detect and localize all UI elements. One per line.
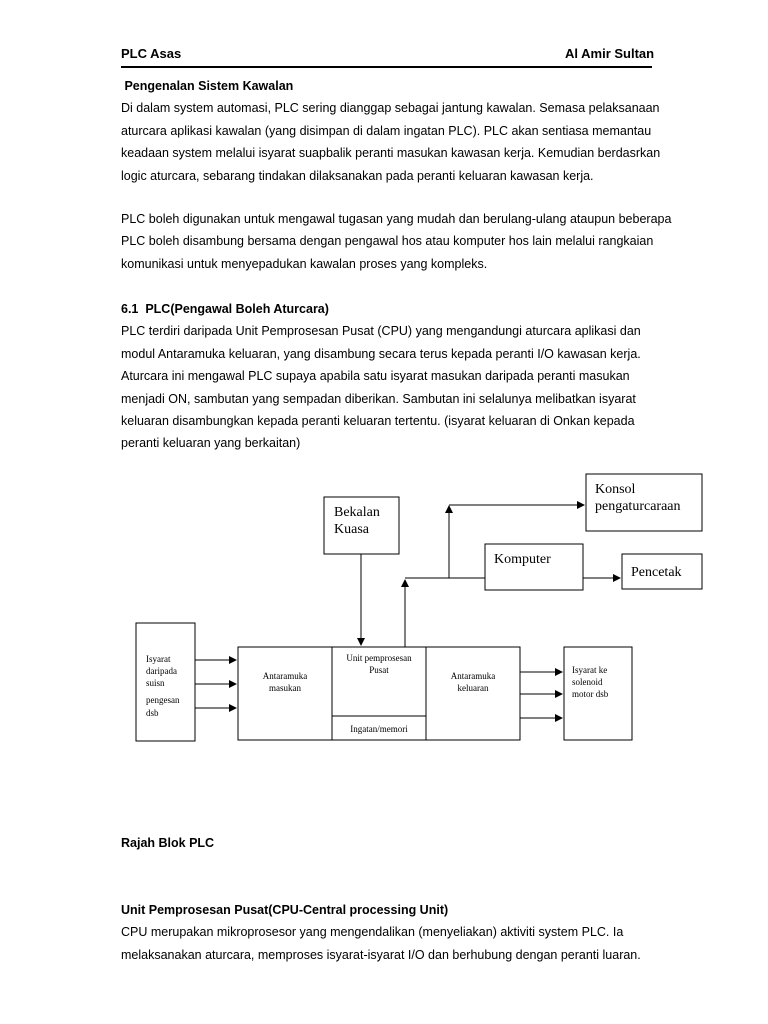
section-6-1-line: Aturcara ini mengawal PLC supaya apabila… (121, 369, 630, 384)
antaramuka-masukan-box (237, 646, 333, 741)
section-6-1-line: peranti keluaran yang berkaitan) (121, 436, 301, 451)
pencetak-label: Pencetak (631, 565, 682, 580)
section-6-1-line: menjadi ON, sambutan yang sempadan diber… (121, 391, 636, 406)
header-left: PLC Asas (121, 46, 182, 61)
figure-caption: Rajah Blok PLC (121, 836, 215, 850)
intro-line: Di dalam system automasi, PLC sering dia… (121, 101, 660, 116)
isyarat-in-label: suisn (146, 678, 165, 688)
intro-line: aturcara aplikasi kawalan (yang disimpan… (121, 123, 652, 138)
antaramuka-keluaran-label: Antaramuka (451, 671, 495, 681)
cpu-section-line: CPU merupakan mikroprosesor yang mengend… (121, 925, 624, 940)
isyarat-in-box (135, 622, 196, 742)
isyarat-in-label: daripada (146, 666, 177, 676)
komputer-label: Komputer (494, 552, 551, 567)
antaramuka-masukan-label: masukan (269, 683, 301, 693)
isyarat-out-label: Isyarat ke (572, 665, 607, 675)
intro-line: logic aturcara, sebarang tindakan dilaks… (121, 168, 594, 183)
memory-label: Ingatan/memori (350, 724, 408, 734)
pencetak-box (621, 553, 703, 590)
cpu-label: Pusat (369, 665, 389, 675)
section-6-1-line: keluaran disambungkan kepada peranti kel… (121, 413, 635, 428)
para2-line: komunikasi untuk menyepadukan kawalan pr… (121, 256, 488, 271)
section-6-1-line: PLC terdiri daripada Unit Pemprosesan Pu… (121, 324, 641, 339)
section-6-1: 6.1 PLC(Pengawal Boleh Aturcara) PLC ter… (121, 298, 661, 455)
intro-heading: Pengenalan Sistem Kawalan (121, 79, 294, 93)
antaramuka-keluaran-box (425, 646, 521, 741)
isyarat-in-label: dsb (146, 708, 159, 718)
cpu-section-line: melaksanakan aturcara, memproses isyarat… (121, 947, 641, 962)
header-right: Al Amir Sultan (565, 46, 655, 61)
cpu-section-heading: Unit Pemprosesan Pusat(CPU-Central proce… (121, 903, 449, 917)
isyarat-out-box (563, 646, 633, 741)
para2-line: PLC boleh disambung bersama dengan penga… (121, 234, 654, 249)
section-6-1-heading: 6.1 PLC(Pengawal Boleh Aturcara) (121, 302, 329, 316)
konsol-box (585, 473, 703, 532)
konsol-label: Konsol (595, 482, 636, 497)
antaramuka-keluaran-label: keluaran (458, 683, 489, 693)
konsol-label: pengaturcaraan (595, 499, 681, 514)
isyarat-out-label: motor dsb (572, 689, 609, 699)
bekalan-label: Kuasa (334, 522, 370, 537)
cpu-section: Unit Pemprosesan Pusat(CPU-Central proce… (121, 899, 661, 966)
paragraph-2: PLC boleh digunakan untuk mengawal tugas… (121, 208, 672, 275)
cpu-label: Unit pemprosesan (346, 653, 412, 663)
header-rule (121, 66, 652, 68)
antaramuka-masukan-label: Antaramuka (263, 671, 307, 681)
intro-line: keadaan system melalui isyarat suapbalik… (121, 146, 661, 161)
bekalan-label: Bekalan (334, 505, 380, 520)
isyarat-in-label: pengesan (146, 695, 180, 705)
isyarat-out-label: solenoid (572, 677, 603, 687)
section-6-1-line: modul Antaramuka keluaran, yang disambun… (121, 346, 641, 361)
para2-line: PLC boleh digunakan untuk mengawal tugas… (121, 212, 672, 226)
isyarat-in-label: Isyarat (146, 654, 171, 664)
komputer-box (484, 543, 584, 591)
intro-section: Pengenalan Sistem Kawalan Di dalam syste… (121, 75, 661, 187)
